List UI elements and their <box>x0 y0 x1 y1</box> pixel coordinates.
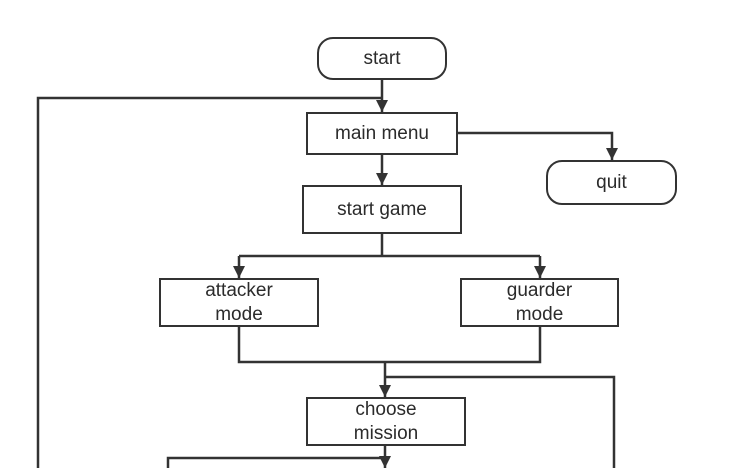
connector-lower-branch <box>166 456 385 468</box>
start-game-label: start game <box>337 198 427 220</box>
attacker-mode-box: attacker mode <box>159 278 319 327</box>
quit-terminal: quit <box>546 160 677 205</box>
attacker-mode-label: attacker mode <box>205 279 273 325</box>
guarder-mode-label: guarder mode <box>506 279 573 325</box>
main-menu-box: main menu <box>306 112 458 155</box>
main-menu-label: main menu <box>335 122 429 144</box>
start-label: start <box>363 47 401 69</box>
choose-mission-box: choose mission <box>306 397 466 446</box>
connector-loop-to-main-menu <box>36 96 382 468</box>
start-terminal: start <box>317 37 447 80</box>
quit-label: quit <box>596 171 627 193</box>
connector-guarder-merge <box>385 327 542 364</box>
choose-mission-label: choose mission <box>353 398 419 444</box>
connector-main-menu-to-quit <box>458 131 618 160</box>
connector-attacker-merge <box>237 327 385 364</box>
connector-right-loop <box>385 375 616 468</box>
guarder-mode-box: guarder mode <box>460 278 619 327</box>
start-game-box: start game <box>302 185 462 234</box>
